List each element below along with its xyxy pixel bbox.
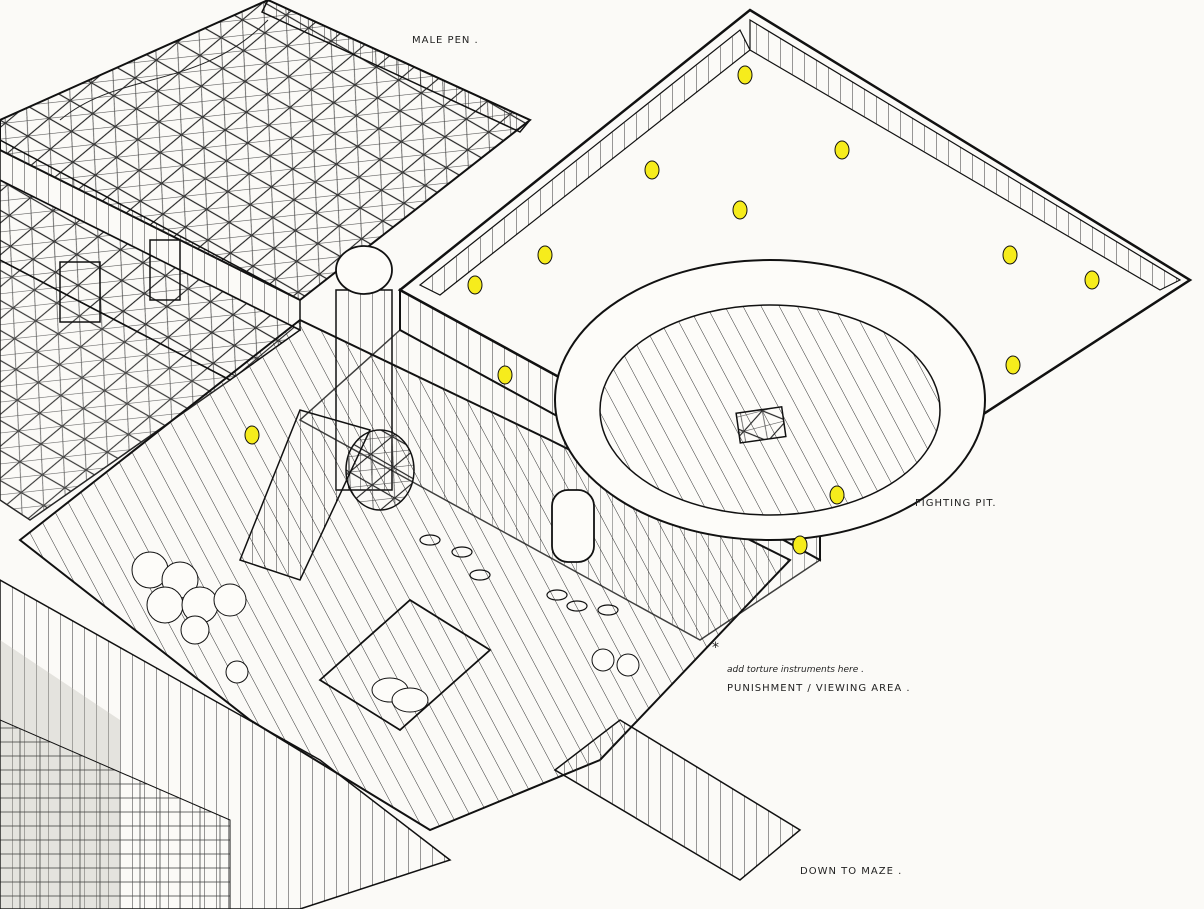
fighting-pit-label: FIGHTING PIT. [915,498,997,509]
lantern-icon [644,160,660,180]
down-to-maze-label: DOWN TO MAZE . [800,866,903,877]
asterisk-mark: * [712,640,720,656]
lantern-icon [792,535,808,555]
pit-floor-grate [735,405,787,444]
male-pen-label: MALE PEN . [412,35,479,46]
arched-window [149,239,181,301]
lantern-icon [834,140,850,160]
lantern-icon [1005,355,1021,375]
lantern-icon [467,275,483,295]
staircase-icon [239,409,372,581]
lantern-icon [244,65,1100,555]
lantern-icon [537,245,553,265]
arched-window [59,261,101,323]
male-pen-room [0,0,532,302]
lantern-icon [1002,245,1018,265]
lantern-icon [497,365,513,385]
down-to-maze-ramp [553,719,802,881]
lantern-icon [829,485,845,505]
lantern-icon [737,65,753,85]
torture-note: add torture instruments here . [727,665,864,675]
barrel-icon [131,551,640,684]
stool-icon [419,534,619,616]
lantern-icon [732,200,748,220]
door-icon [551,489,595,563]
floor-barrel-pit [318,598,492,732]
lantern-icon [1084,270,1100,290]
left-wing-building [0,139,302,521]
lantern-icon [244,425,260,445]
fighting-pit-room [397,8,1193,541]
punishment-area-label: PUNISHMENT / VIEWING AREA . [727,683,911,694]
lower-left-building [0,579,452,909]
